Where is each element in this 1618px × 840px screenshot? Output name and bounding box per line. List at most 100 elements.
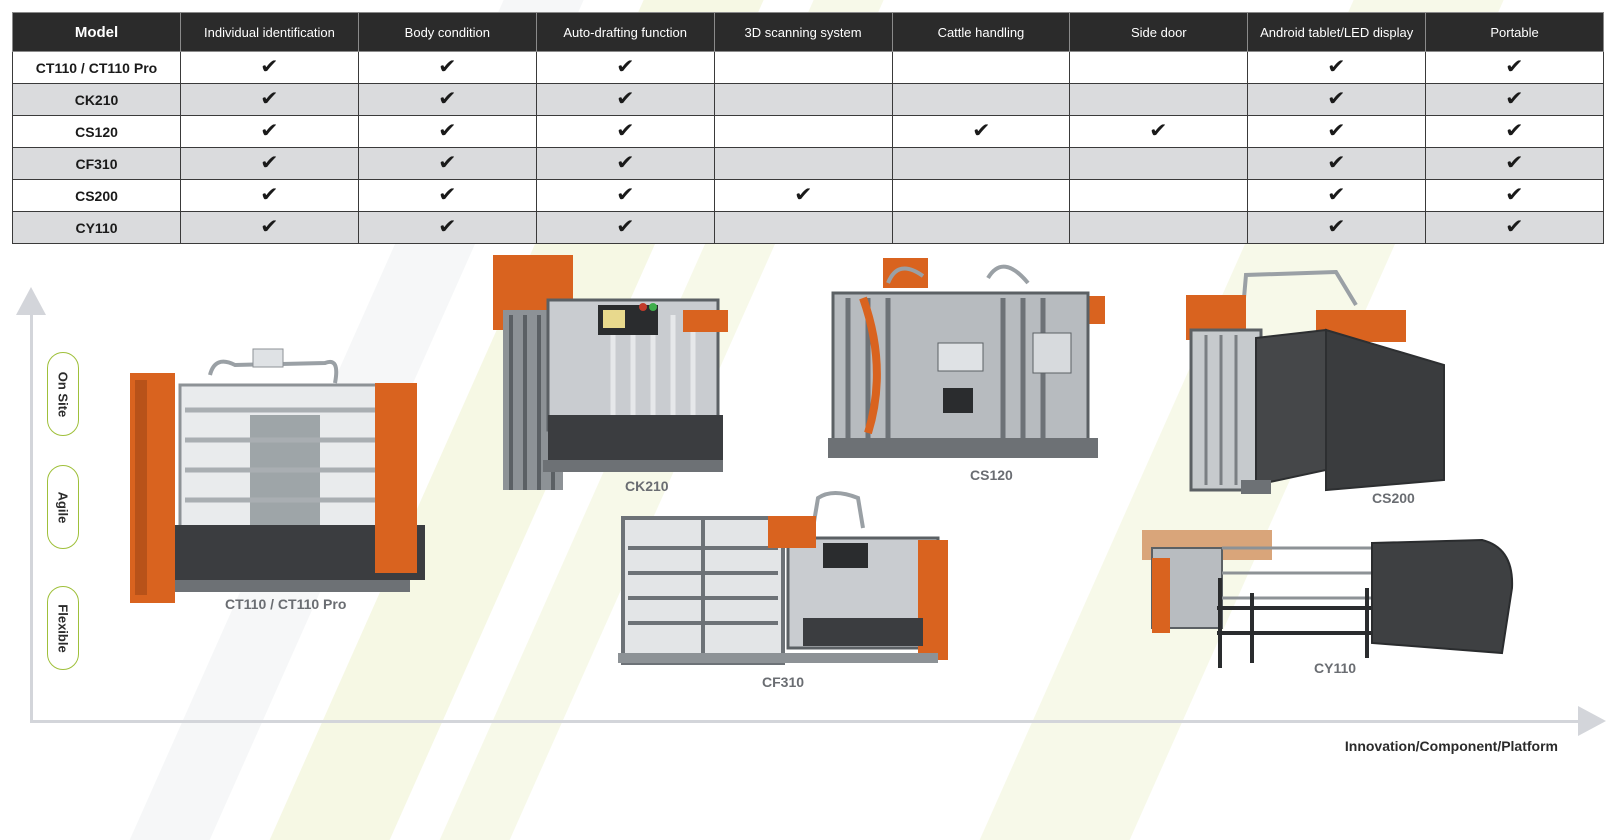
checkmark-icon: ✔ — [438, 152, 457, 174]
y-axis-line — [30, 300, 33, 720]
column-header-auto-drafting: Auto-drafting function — [535, 12, 715, 52]
feature-cell: ✔ — [1247, 179, 1427, 212]
feature-cell — [1069, 147, 1249, 180]
model-name-cell: CS200 — [12, 179, 181, 212]
table-body: CT110 / CT110 Pro✔✔✔✔✔CK210✔✔✔✔✔CS120✔✔✔… — [12, 51, 1604, 244]
feature-cell: ✔ — [180, 115, 359, 148]
model-name-cell: CY110 — [12, 211, 181, 244]
checkmark-icon: ✔ — [1505, 216, 1524, 238]
checkmark-icon: ✔ — [615, 152, 635, 174]
checkmark-icon: ✔ — [615, 56, 635, 78]
column-header-side-door: Side door — [1069, 12, 1249, 52]
product-image-cs120 — [828, 258, 1108, 473]
feature-cell: ✔ — [180, 211, 359, 244]
checkmark-icon: ✔ — [260, 56, 279, 78]
column-header-model: Model — [12, 12, 181, 52]
feature-cell — [713, 51, 893, 84]
feature-cell: ✔ — [180, 179, 359, 212]
feature-cell: ✔ — [535, 211, 715, 244]
y-axis-arrow-icon — [16, 287, 46, 315]
model-name-cell: CS120 — [12, 115, 181, 148]
table-row: CS120✔✔✔✔✔✔✔ — [12, 115, 1604, 148]
column-header-cattle-handling: Cattle handling — [891, 12, 1071, 52]
feature-cell: ✔ — [1425, 147, 1604, 180]
feature-cell: ✔ — [1425, 83, 1604, 116]
level-pill-agile: Agile — [47, 465, 79, 549]
checkmark-icon: ✔ — [438, 120, 457, 142]
checkmark-icon: ✔ — [260, 216, 279, 238]
product-label-ck210: CK210 — [625, 478, 669, 494]
feature-cell: ✔ — [357, 211, 537, 244]
checkmark-icon: ✔ — [615, 88, 635, 110]
product-label-cf310: CF310 — [762, 674, 805, 690]
feature-cell: ✔ — [891, 115, 1071, 148]
feature-cell: ✔ — [357, 147, 537, 180]
feature-cell: ✔ — [1425, 115, 1604, 148]
checkmark-icon: ✔ — [260, 152, 279, 174]
table-row: CK210✔✔✔✔✔ — [12, 83, 1604, 116]
level-pill-label: On Site — [55, 371, 71, 417]
checkmark-icon: ✔ — [1327, 184, 1346, 206]
feature-cell — [1069, 83, 1249, 116]
checkmark-icon: ✔ — [438, 88, 457, 110]
feature-cell: ✔ — [357, 115, 537, 148]
checkmark-icon: ✔ — [438, 56, 457, 78]
x-axis-arrow-icon — [1578, 706, 1606, 736]
column-header-body-condition: Body condition — [357, 12, 537, 52]
product-image-cs200 — [1186, 270, 1451, 500]
feature-cell: ✔ — [1069, 115, 1249, 148]
table-row: CT110 / CT110 Pro✔✔✔✔✔ — [12, 51, 1604, 84]
level-pill-on-site: On Site — [47, 352, 79, 436]
feature-cell: ✔ — [713, 179, 893, 212]
product-image-cf310 — [618, 488, 953, 673]
checkmark-icon: ✔ — [1327, 120, 1346, 142]
checkmark-icon: ✔ — [260, 184, 279, 206]
feature-cell — [713, 211, 893, 244]
checkmark-icon: ✔ — [438, 184, 457, 206]
column-header-3d-scanning: 3D scanning system — [713, 12, 893, 52]
feature-cell — [891, 211, 1071, 244]
feature-cell: ✔ — [535, 147, 715, 180]
feature-cell: ✔ — [1247, 147, 1427, 180]
checkmark-icon: ✔ — [615, 120, 635, 142]
feature-cell: ✔ — [1425, 179, 1604, 212]
checkmark-icon: ✔ — [1505, 120, 1524, 142]
column-header-display: Android tablet/LED display — [1247, 12, 1427, 52]
feature-cell: ✔ — [357, 83, 537, 116]
checkmark-icon: ✔ — [615, 184, 635, 206]
level-pill-flexible: Flexible — [47, 586, 79, 670]
feature-cell — [1069, 211, 1249, 244]
feature-comparison-table: Model Individual identification Body con… — [12, 12, 1604, 244]
feature-cell: ✔ — [1425, 51, 1604, 84]
product-label-ct110: CT110 / CT110 Pro — [225, 596, 347, 612]
checkmark-icon: ✔ — [1327, 216, 1346, 238]
checkmark-icon: ✔ — [260, 120, 279, 142]
feature-cell: ✔ — [1247, 83, 1427, 116]
table-row: CY110✔✔✔✔✔ — [12, 211, 1604, 244]
feature-cell: ✔ — [535, 179, 715, 212]
feature-cell — [891, 51, 1071, 84]
feature-cell: ✔ — [357, 179, 537, 212]
level-pill-label: Agile — [55, 491, 71, 523]
column-header-portable: Portable — [1425, 12, 1604, 52]
feature-cell: ✔ — [535, 51, 715, 84]
feature-cell: ✔ — [1247, 211, 1427, 244]
feature-cell — [1069, 179, 1249, 212]
checkmark-icon: ✔ — [1505, 88, 1524, 110]
checkmark-icon: ✔ — [1327, 88, 1346, 110]
feature-cell: ✔ — [535, 115, 715, 148]
checkmark-icon: ✔ — [1505, 184, 1524, 206]
product-label-cy110: CY110 — [1314, 660, 1357, 676]
feature-cell: ✔ — [535, 83, 715, 116]
checkmark-icon: ✔ — [1327, 152, 1346, 174]
level-pill-label: Flexible — [55, 603, 71, 653]
checkmark-icon: ✔ — [260, 88, 279, 110]
x-axis-line — [30, 720, 1590, 723]
product-image-ct110 — [125, 345, 425, 610]
table-row: CF310✔✔✔✔✔ — [12, 147, 1604, 180]
feature-cell — [891, 147, 1071, 180]
feature-cell: ✔ — [1247, 115, 1427, 148]
product-image-ck210 — [493, 255, 738, 500]
checkmark-icon: ✔ — [793, 184, 813, 206]
feature-cell — [713, 147, 893, 180]
